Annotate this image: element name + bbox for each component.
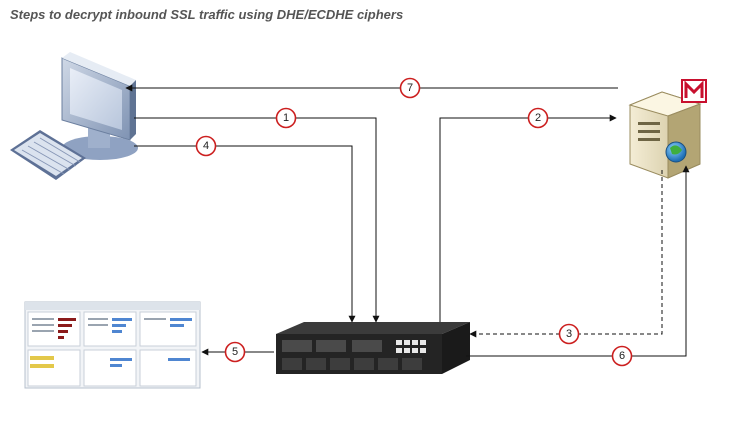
svg-text:4: 4 [203, 140, 209, 152]
step-badge-7: 7 [399, 77, 421, 99]
step-badge-4: 4 [195, 135, 217, 157]
step-badge-3: 3 [558, 323, 580, 345]
svg-text:3: 3 [566, 328, 572, 340]
svg-text:2: 2 [535, 112, 541, 124]
client-computer-icon [10, 52, 138, 180]
svg-text:1: 1 [283, 112, 289, 124]
step-badge-1: 1 [275, 107, 297, 129]
arrow-step-3 [469, 170, 663, 338]
step-badge-5: 5 [224, 341, 246, 363]
dashboard-screenshot-icon [24, 301, 201, 389]
connector-arrows [125, 84, 690, 357]
svg-text:7: 7 [407, 82, 413, 94]
arrow-step-2 [439, 114, 617, 322]
svg-text:6: 6 [619, 350, 625, 362]
diagram-title: Steps to decrypt inbound SSL traffic usi… [10, 7, 404, 22]
arrow-step-6 [466, 165, 690, 357]
step-badges: 7 1 4 2 3 6 5 [195, 77, 633, 367]
arrow-step-1 [134, 117, 380, 323]
svg-text:5: 5 [232, 346, 238, 358]
step-badge-2: 2 [527, 107, 549, 129]
mcafee-logo-icon [681, 79, 707, 103]
server-icon [628, 91, 702, 179]
network-appliance-icon [276, 322, 470, 374]
step-badge-6: 6 [611, 345, 633, 367]
arrow-step-4 [134, 145, 356, 323]
